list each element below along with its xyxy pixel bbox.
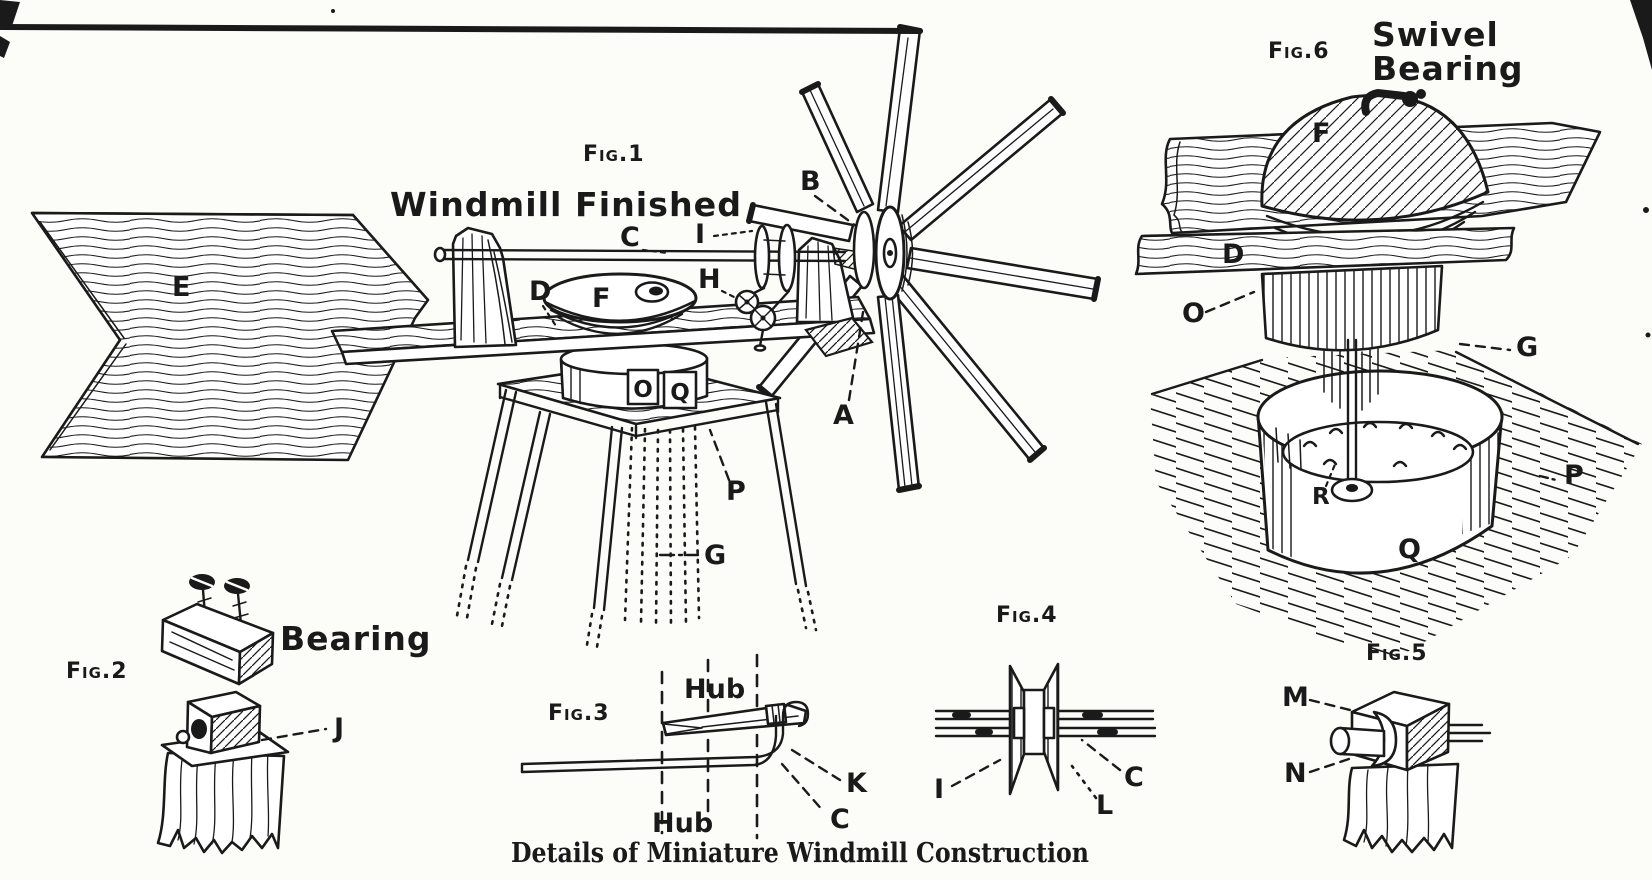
part-label-C: C bbox=[830, 804, 850, 835]
fig2-label: Fig.2 bbox=[66, 659, 128, 684]
wheel-hub bbox=[852, 205, 914, 301]
windmill-blade-set bbox=[0, 24, 1101, 493]
left-bearing-post bbox=[451, 226, 518, 349]
part-label-G: G bbox=[704, 540, 726, 571]
fig4-pulley: Fig.4 I C L bbox=[934, 603, 1157, 821]
fig1-windmill-finished: O Q bbox=[0, 24, 1101, 649]
fig6-swivel-bearing: Fig.6 Swivel Bearing F D O G R P Q bbox=[1134, 15, 1642, 662]
part-label-C: C bbox=[1124, 762, 1144, 793]
lid-bearing-plate bbox=[542, 272, 698, 335]
part-label-O: O bbox=[633, 377, 653, 403]
fig1-label: Fig.1 bbox=[583, 142, 645, 167]
hub-label-bottom: Hub bbox=[652, 808, 713, 839]
page-caption: Details of Miniature Windmill Constructi… bbox=[511, 838, 1089, 869]
fig5-pivot-block: Fig.5 M N bbox=[1282, 641, 1492, 854]
part-label-O: O bbox=[1182, 298, 1205, 329]
lower-board bbox=[1134, 226, 1516, 276]
fig3-hub-axle: Fig.3 Hub Hub K C bbox=[520, 653, 868, 840]
axle-pulley bbox=[748, 223, 797, 314]
fig6-label: Fig.6 bbox=[1268, 39, 1330, 64]
part-label-B: B bbox=[800, 166, 821, 197]
bent-wire-axle bbox=[520, 700, 810, 774]
fig6-title-line2: Bearing bbox=[1372, 49, 1524, 88]
fig6-title-line1: Swivel bbox=[1372, 15, 1499, 54]
part-label-A: A bbox=[833, 400, 854, 431]
part-label-H: H bbox=[698, 264, 721, 295]
fig1-title: Windmill Finished bbox=[390, 185, 742, 224]
part-label-G: G bbox=[1516, 332, 1538, 363]
part-label-P: P bbox=[726, 476, 746, 507]
fig2-bearing: Bearing Fig.2 J bbox=[66, 574, 432, 855]
spool-pulley bbox=[1008, 662, 1060, 796]
fig5-label: Fig.5 bbox=[1366, 641, 1428, 666]
part-label-D: D bbox=[1222, 239, 1244, 270]
part-label-N: N bbox=[1284, 758, 1307, 789]
hub-label-top: Hub bbox=[684, 674, 745, 705]
part-label-L: L bbox=[1096, 790, 1113, 821]
part-label-M: M bbox=[1282, 682, 1309, 713]
center-rod bbox=[1323, 338, 1379, 503]
part-label-I: I bbox=[934, 774, 944, 805]
can-cup bbox=[1256, 369, 1504, 575]
pivot-block-on-post bbox=[156, 690, 290, 855]
part-label-F: F bbox=[592, 283, 610, 314]
crank-wheels bbox=[734, 289, 777, 352]
pivot-assembly bbox=[1329, 690, 1492, 854]
part-label-D: D bbox=[529, 276, 551, 307]
blade-stick bbox=[661, 702, 808, 737]
part-label-Q: Q bbox=[1398, 534, 1421, 565]
part-label-Q: Q bbox=[670, 380, 690, 406]
part-label-F: F bbox=[1312, 118, 1330, 149]
tail-vane bbox=[30, 211, 430, 462]
part-label-C: C bbox=[620, 222, 640, 253]
punched-holes bbox=[1302, 421, 1468, 468]
fig3-label: Fig.3 bbox=[548, 701, 610, 726]
part-label-K: K bbox=[846, 768, 868, 799]
part-label-P: P bbox=[1564, 460, 1584, 491]
part-label-E: E bbox=[172, 272, 190, 303]
fig2-title: Bearing bbox=[280, 619, 432, 658]
part-label-J: J bbox=[332, 713, 344, 744]
swivel-can: O Q bbox=[559, 342, 709, 410]
fig4-label: Fig.4 bbox=[996, 603, 1058, 628]
swivel-spool bbox=[1260, 264, 1444, 352]
scan-artifacts bbox=[0, 0, 1652, 338]
part-label-I: I bbox=[695, 219, 705, 250]
bearing-block bbox=[160, 602, 275, 686]
part-label-R: R bbox=[1312, 484, 1330, 510]
right-bearing-post bbox=[795, 236, 874, 358]
guide-wire-bundle bbox=[623, 425, 701, 629]
